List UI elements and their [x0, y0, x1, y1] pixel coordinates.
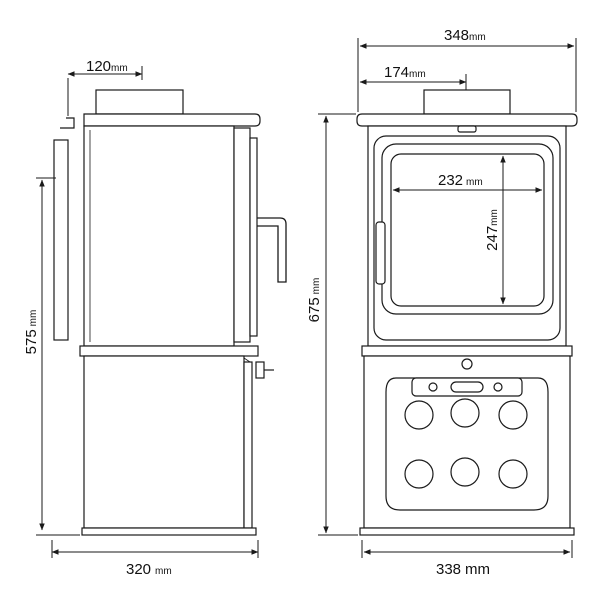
side-rear-heat-shield [60, 117, 75, 129]
front-view [356, 89, 578, 536]
side-door-hinge [249, 137, 258, 337]
front-top-plate [356, 113, 578, 127]
base-hole-3 [498, 400, 528, 430]
leg-height-label: 575mm [23, 310, 40, 355]
side-door-profile [233, 127, 251, 343]
front-base-plinth [359, 527, 575, 536]
side-firebox-body [83, 125, 235, 347]
vent-bolt-right [493, 382, 503, 392]
side-base-store [83, 355, 245, 529]
base-hole-1 [404, 400, 434, 430]
base-hole-5 [450, 457, 480, 487]
side-view [53, 89, 287, 536]
overall-width-label: 348mm [444, 27, 486, 44]
base-hole-2 [450, 398, 480, 428]
front-dimensions [318, 38, 577, 558]
vent-slider [450, 381, 484, 393]
side-ledge [79, 345, 259, 357]
front-flue-collar [423, 89, 511, 115]
front-log-store-opening [385, 377, 549, 511]
side-base-side-panel [243, 361, 253, 529]
side-base-plinth [81, 527, 257, 536]
side-dimensions [36, 66, 259, 558]
side-flue-collar [95, 89, 184, 115]
side-air-control-knob [255, 361, 265, 379]
base-hole-4 [404, 459, 434, 489]
front-air-control-knob [461, 358, 473, 370]
flue-width-label: 120mm [86, 58, 128, 75]
side-rear-panel [53, 139, 69, 341]
front-ledge [361, 345, 573, 357]
front-door-handle [375, 221, 386, 285]
overall-height-label: 675mm [306, 278, 323, 323]
glass-height-label: 247mm [484, 209, 501, 251]
vent-bolt-left [428, 382, 438, 392]
base-hole-6 [498, 459, 528, 489]
side-top-plate [83, 113, 261, 127]
side-door-handle [257, 217, 287, 283]
flue-offset-label: 174mm [384, 64, 426, 81]
front-top-vent-slot [457, 125, 477, 133]
